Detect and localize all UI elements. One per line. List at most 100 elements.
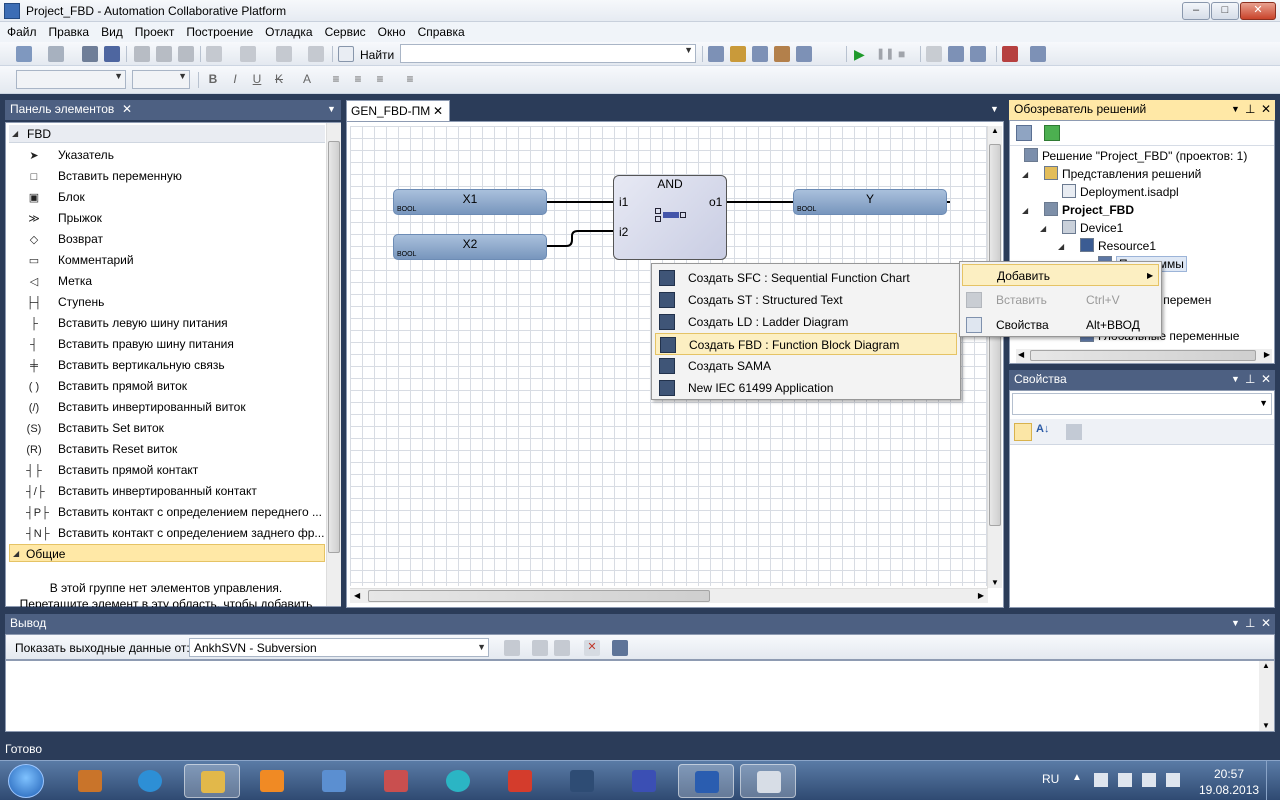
tree-horizontal-scrollbar[interactable]: ◀ ▶: [1016, 349, 1272, 363]
output-scrollbar[interactable]: ▲ ▼: [1259, 661, 1274, 731]
arrow-left-icon[interactable]: ◀: [354, 591, 361, 600]
windows-icon[interactable]: [796, 46, 812, 62]
undo-icon[interactable]: [206, 46, 222, 62]
taskbar-app-maxpack[interactable]: [492, 764, 548, 798]
arrow-down-icon[interactable]: ▼: [991, 578, 999, 587]
close-icon[interactable]: ✕: [1261, 616, 1272, 630]
navigate-forward-icon[interactable]: [308, 46, 324, 62]
clear-all-icon[interactable]: ✕: [584, 640, 600, 656]
menu-paste[interactable]: Вставить Ctrl+V: [962, 289, 1159, 311]
toolbox-item[interactable]: □Вставить переменную: [26, 166, 326, 187]
align-right-icon[interactable]: ≡: [376, 72, 384, 86]
toolbox-item[interactable]: ◁Метка: [26, 271, 326, 292]
previous-message-icon[interactable]: [532, 640, 548, 656]
arrow-up-icon[interactable]: ▲: [991, 126, 999, 135]
taskbar-app-save[interactable]: [616, 764, 672, 798]
menu-properties[interactable]: Свойства Alt+ВВОД: [962, 314, 1159, 336]
toolbox-item[interactable]: ├Вставить левую шину питания: [26, 313, 326, 334]
copy-icon[interactable]: [156, 46, 172, 62]
underline-icon[interactable]: U: [252, 72, 262, 86]
find-in-files-icon[interactable]: [708, 46, 724, 62]
minimize-button[interactable]: –: [1182, 2, 1210, 20]
toolbox-item[interactable]: ╪Вставить вертикальную связь: [26, 355, 326, 376]
tree-node[interactable]: Представления решений: [1044, 165, 1201, 183]
group-fbd[interactable]: ◢ FBD: [9, 125, 325, 143]
cut-icon[interactable]: [134, 46, 150, 62]
submenu-create-item[interactable]: Создать SFC : Sequential Function Chart: [655, 267, 957, 289]
network-icon[interactable]: [1142, 773, 1156, 787]
and-block[interactable]: AND i1 i2 o1: [613, 175, 727, 260]
properties-icon[interactable]: [1016, 125, 1032, 141]
tray-expand-icon[interactable]: ▲: [1072, 772, 1082, 783]
add-item-icon[interactable]: [48, 46, 64, 62]
submenu-create-item[interactable]: Создать ST : Structured Text: [655, 289, 957, 311]
toolbox-item[interactable]: (R)Вставить Reset виток: [26, 439, 326, 460]
arrow-right-icon[interactable]: ▶: [1263, 350, 1270, 359]
editor-vertical-scrollbar[interactable]: ▲ ▼: [987, 126, 1002, 588]
editor-horizontal-scrollbar[interactable]: ◀ ▶: [350, 588, 988, 603]
output-source-select[interactable]: AnkhSVN - Subversion ▼: [189, 638, 489, 657]
collapse-icon[interactable]: ◢: [1058, 242, 1065, 251]
taskbar-app-ie[interactable]: [122, 764, 178, 798]
menu-build[interactable]: Построение: [186, 25, 254, 39]
flag-icon[interactable]: [1094, 773, 1108, 787]
taskbar-app-explorer[interactable]: [184, 764, 240, 798]
toolbox-item[interactable]: ┤├Вставить прямой контакт: [26, 460, 326, 481]
categorized-icon[interactable]: [1014, 423, 1032, 441]
device-icon[interactable]: [1118, 773, 1132, 787]
toolbox-item[interactable]: ┤P├Вставить контакт с определением перед…: [26, 502, 326, 523]
chevron-down-icon[interactable]: ▼: [1231, 618, 1240, 628]
step-out-icon[interactable]: [970, 46, 986, 62]
submenu-create-item[interactable]: New IEC 61499 Application: [655, 377, 957, 399]
pin-icon[interactable]: ⊥: [1245, 102, 1256, 116]
taskbar-app-acp[interactable]: [62, 764, 118, 798]
maximize-button[interactable]: □: [1211, 2, 1239, 20]
language-indicator[interactable]: RU: [1042, 772, 1060, 786]
taskbar-app-media[interactable]: [244, 764, 300, 798]
chevron-down-icon[interactable]: ▼: [990, 104, 999, 114]
close-button[interactable]: ✕: [1240, 2, 1276, 20]
close-icon[interactable]: ✕: [433, 104, 444, 118]
properties-object-select[interactable]: ▼: [1012, 393, 1272, 415]
arrow-up-icon[interactable]: ▲: [1262, 661, 1270, 670]
toolbox-item[interactable]: (/)Вставить инвертированный виток: [26, 397, 326, 418]
menu-edit[interactable]: Правка: [48, 25, 90, 39]
font-size-select[interactable]: ▼: [132, 70, 190, 89]
arrow-left-icon[interactable]: ◀: [1018, 350, 1025, 359]
taskbar-app-word[interactable]: [678, 764, 734, 798]
taskbar-app-acp-window[interactable]: [740, 764, 796, 798]
bold-icon[interactable]: B: [208, 72, 218, 86]
font-color-icon[interactable]: A: [302, 72, 311, 86]
find-input[interactable]: ▼: [400, 44, 696, 63]
toolbox-item[interactable]: ≫Прыжок: [26, 208, 326, 229]
pin-icon[interactable]: ⊥: [1245, 372, 1256, 386]
new-project-icon[interactable]: [16, 46, 32, 62]
word-wrap-icon[interactable]: [612, 640, 628, 656]
arrow-down-icon[interactable]: ▼: [1262, 721, 1270, 730]
tree-node[interactable]: Решение "Project_FBD" (проектов: 1): [1024, 147, 1247, 165]
properties-icon[interactable]: [752, 46, 768, 62]
chevron-down-icon[interactable]: ▼: [1231, 374, 1240, 384]
taskbar-app-kmplayer[interactable]: [554, 764, 610, 798]
output-text-area[interactable]: ▲ ▼: [5, 660, 1275, 732]
chevron-down-icon[interactable]: ▼: [327, 104, 336, 114]
clock-time[interactable]: 20:57: [1214, 767, 1245, 781]
save-all-icon[interactable]: [104, 46, 120, 62]
group-general[interactable]: ◢ Общие: [9, 544, 325, 562]
show-desktop-button[interactable]: [1266, 761, 1280, 800]
menu-debug[interactable]: Отладка: [265, 25, 313, 39]
toolbox-item[interactable]: ┤Вставить правую шину питания: [26, 334, 326, 355]
variable-y[interactable]: Y BOOL: [793, 189, 947, 215]
variable-x1[interactable]: X1 BOOL: [393, 189, 547, 215]
find-icon[interactable]: [338, 46, 354, 62]
close-icon[interactable]: ✕: [1261, 102, 1272, 116]
collapse-icon[interactable]: ◢: [1040, 224, 1047, 233]
toolbox-item[interactable]: ◇Возврат: [26, 229, 326, 250]
close-icon[interactable]: ✕: [122, 102, 133, 116]
toolbox-item[interactable]: ├┤Ступень: [26, 292, 326, 313]
taskbar-app-tools[interactable]: [368, 764, 424, 798]
toolbox-icon[interactable]: [774, 46, 790, 62]
menu-view[interactable]: Вид: [101, 25, 123, 39]
toolbox-item[interactable]: ▣Блок: [26, 187, 326, 208]
arrow-right-icon[interactable]: ▶: [977, 591, 984, 600]
